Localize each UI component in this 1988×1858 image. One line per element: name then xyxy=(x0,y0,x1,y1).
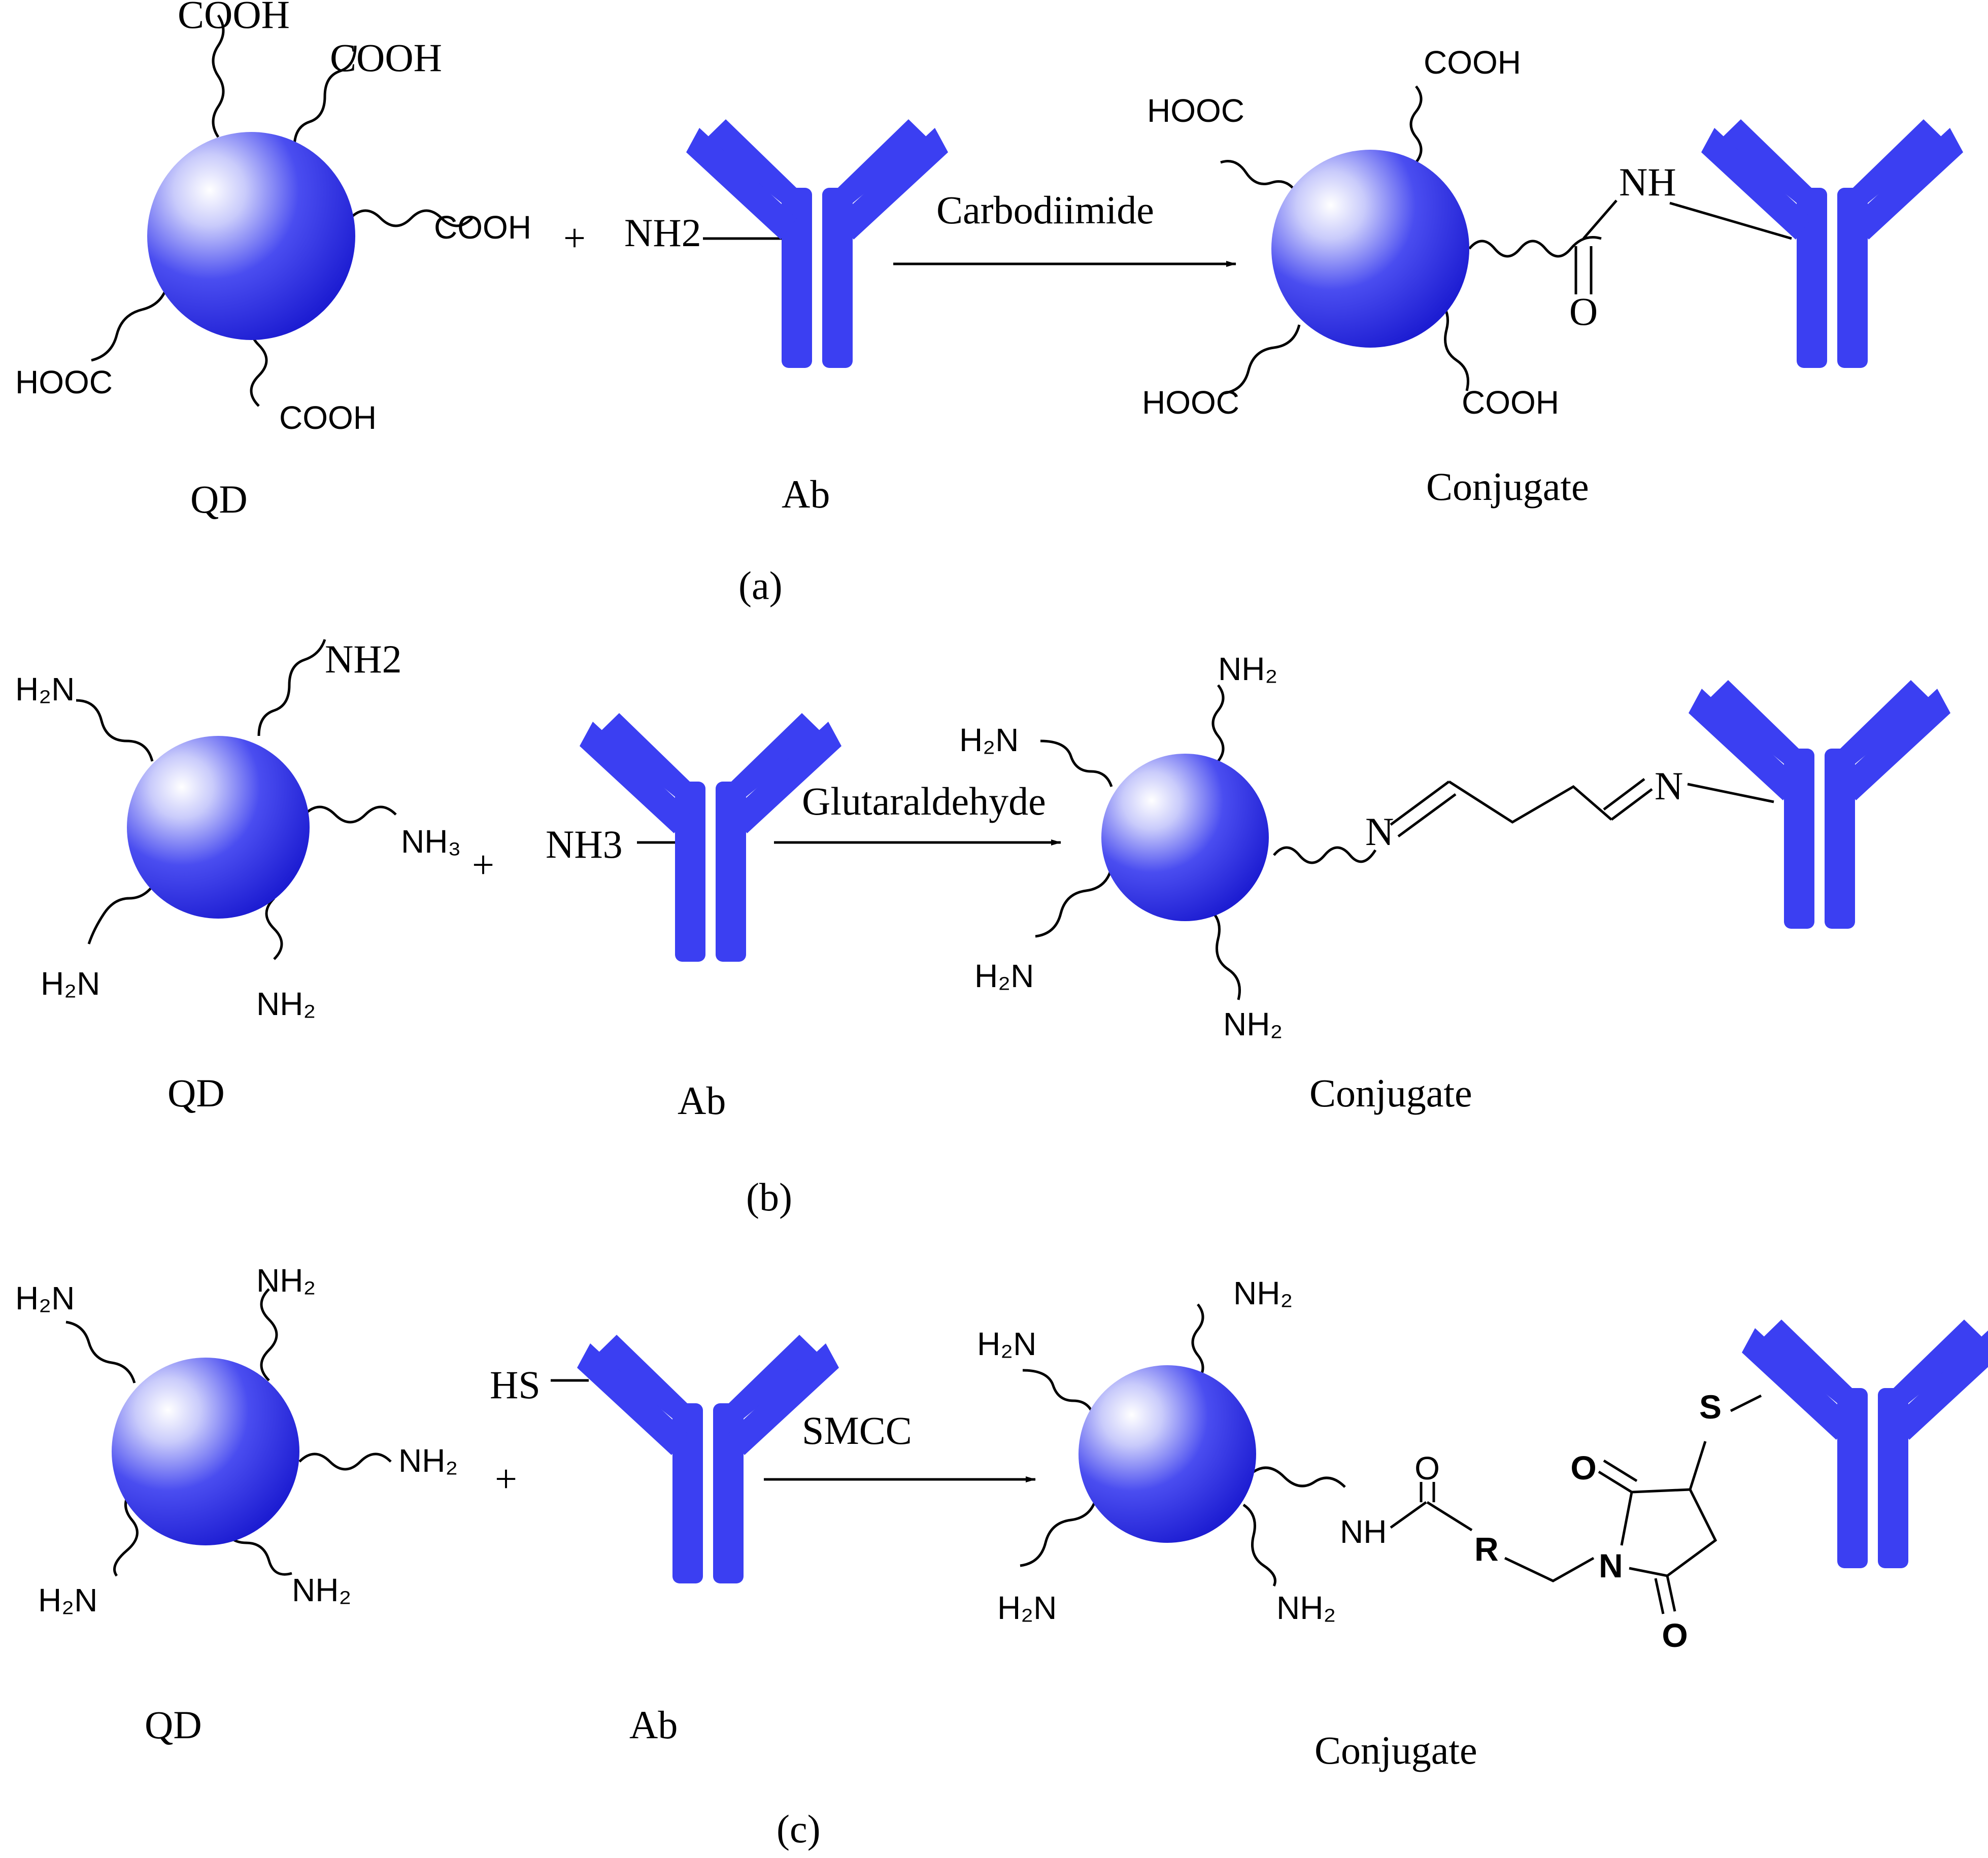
antibody-label: Ab xyxy=(678,1078,726,1123)
qd-group-label: NH₂ xyxy=(292,1572,351,1608)
conjugate-group-label: H₂N xyxy=(997,1590,1057,1626)
qd-group-label: NH2 xyxy=(325,637,402,681)
qd-group-label: COOH xyxy=(279,399,377,436)
conjugate-group-label: NH₂ xyxy=(1218,651,1277,687)
qd-group-label: COOH xyxy=(178,0,290,37)
linker-atom: O xyxy=(1662,1616,1688,1654)
qd-group-label: COOH xyxy=(434,209,531,246)
quantum-dot-sphere xyxy=(1271,150,1469,348)
reagent-label: Carbodiimide xyxy=(936,188,1154,232)
panel-caption: (a) xyxy=(738,563,783,607)
reagent-label: SMCC xyxy=(802,1408,912,1452)
qd-group-label: H₂N xyxy=(38,1582,97,1618)
plus-sign: + xyxy=(472,842,494,887)
quantum-dot-sphere xyxy=(147,132,355,340)
quantum-dot-sphere xyxy=(1079,1365,1256,1543)
conjugate-group-label: H₂N xyxy=(974,958,1034,994)
antibody xyxy=(1742,1320,1988,1568)
antibody-label: Ab xyxy=(782,472,830,516)
linker-atom: N xyxy=(1655,764,1683,808)
qd-group-label: H₂N xyxy=(15,671,75,707)
conjugate-b xyxy=(1035,684,1377,1000)
quantum-dot-sphere xyxy=(1101,754,1269,921)
qd-group-label: H₂N xyxy=(15,1280,75,1316)
reagent-label: Glutaraldehyde xyxy=(802,779,1046,823)
panel-caption: (b) xyxy=(746,1175,792,1219)
qd-b xyxy=(76,639,397,960)
conjugate-group-label: H₂N xyxy=(977,1326,1036,1362)
conjugate-group-label: NH₂ xyxy=(1276,1590,1336,1626)
panel-c: H₂N NH₂ NH₂ H₂N NH₂ QD + HS Ab SMCC NH₂ … xyxy=(15,1262,1988,1851)
antibody-group-label: HS xyxy=(490,1363,541,1407)
conjugate-group-label: COOH xyxy=(1462,384,1559,421)
panel-caption: (c) xyxy=(777,1807,821,1851)
linker-atom: N xyxy=(1599,1547,1623,1584)
antibody-label: Ab xyxy=(629,1703,678,1747)
conjugate-label: Conjugate xyxy=(1309,1071,1472,1115)
linker-atom: R xyxy=(1474,1530,1499,1568)
conjugate-c xyxy=(1020,1303,1346,1587)
antibody xyxy=(1701,119,1963,368)
qd-label: QD xyxy=(167,1071,225,1115)
conjugate-group-label: HOOC xyxy=(1147,92,1244,129)
conjugate-group-label: H₂N xyxy=(959,722,1019,758)
qd-group-label: NH₃ xyxy=(401,823,461,860)
qd-group-label: NH₂ xyxy=(256,1262,316,1299)
antibody xyxy=(577,1335,839,1583)
qd-group-label: H₂N xyxy=(41,965,100,1002)
conjugate-group-label: NH₂ xyxy=(1223,1006,1283,1042)
qd-group-label: NH₂ xyxy=(256,986,316,1022)
panel-a: COOH COOH COOH COOH HOOC QD + NH2 Ab Car… xyxy=(15,0,1963,607)
quantum-dot-sphere xyxy=(127,736,310,919)
conjugate-a xyxy=(1220,85,1602,395)
antibody-group-label: NH2 xyxy=(624,211,701,255)
qd-label: QD xyxy=(145,1703,202,1747)
conjugate-group-label: COOH xyxy=(1424,44,1521,81)
linker-atom: NH xyxy=(1619,160,1676,204)
plus-sign: + xyxy=(563,216,586,260)
linker-atom: O xyxy=(1414,1450,1440,1487)
conjugate-label: Conjugate xyxy=(1426,464,1589,509)
qd-group-label: COOH xyxy=(330,36,442,80)
qd-group-label: NH₂ xyxy=(398,1442,458,1479)
linker-atom: S xyxy=(1699,1388,1722,1426)
quantum-dot-sphere xyxy=(112,1358,299,1545)
antibody xyxy=(1689,680,1950,929)
conjugate-group-label: HOOC xyxy=(1142,384,1239,421)
linker-atom: N xyxy=(1365,809,1394,854)
plus-sign: + xyxy=(495,1457,517,1501)
conjugate-label: Conjugate xyxy=(1315,1728,1477,1772)
linker-atom: NH xyxy=(1340,1513,1387,1550)
panel-b: H₂N NH2 NH₃ H₂N NH₂ QD + NH3 Ab Glutaral… xyxy=(15,637,1950,1219)
linker-atom: O xyxy=(1569,289,1598,333)
qd-a xyxy=(91,14,473,407)
linker-atom: O xyxy=(1570,1449,1596,1487)
conjugate-group-label: NH₂ xyxy=(1233,1275,1293,1311)
antibody-group-label: NH3 xyxy=(546,822,623,866)
qd-group-label: HOOC xyxy=(15,364,113,400)
qd-c xyxy=(65,1288,392,1577)
qd-label: QD xyxy=(190,477,248,521)
antibody xyxy=(686,119,948,368)
